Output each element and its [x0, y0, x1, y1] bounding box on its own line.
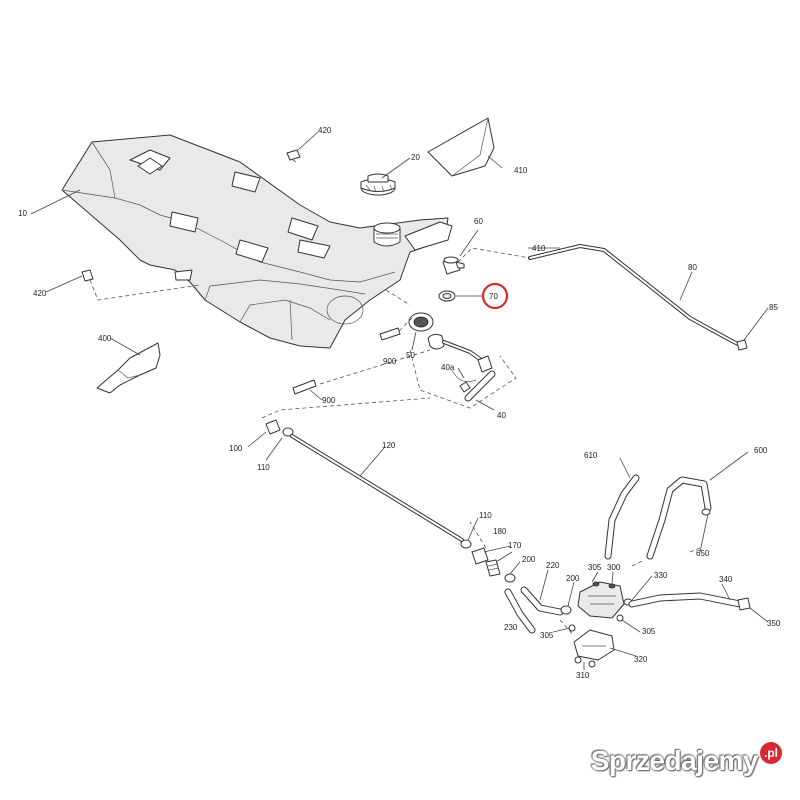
- callout-420-top: 420: [318, 126, 332, 135]
- bolt-305-right: [616, 614, 624, 622]
- vent-valve: [442, 256, 465, 275]
- grommet-ring: [438, 290, 456, 302]
- clamp-200-left: [504, 573, 516, 583]
- callout-900-upper: 900: [383, 357, 397, 366]
- fitting-650: [701, 508, 711, 516]
- fitting-170: [485, 559, 501, 577]
- fitting-350: [737, 597, 751, 611]
- spacer-block-1: [379, 327, 401, 341]
- fuel-tank: [61, 134, 453, 349]
- callout-170: 170: [508, 541, 522, 550]
- assembly-lines: [89, 157, 701, 637]
- callout-10: 10: [18, 209, 27, 218]
- pump-nut: [408, 312, 434, 332]
- callout-305-right: 305: [642, 627, 656, 636]
- callout-340: 340: [719, 575, 733, 584]
- callout-610: 610: [584, 451, 598, 460]
- callout-120: 120: [382, 441, 396, 450]
- fitting-180: [471, 547, 489, 565]
- callout-110-upper: 110: [257, 463, 270, 472]
- callout-70: 70: [489, 292, 498, 301]
- clamp-200-right: [560, 605, 572, 615]
- watermark-text: Sprzedajemy: [590, 745, 759, 776]
- spacer-block-2: [292, 379, 317, 395]
- callout-420-left: 420: [33, 289, 47, 298]
- callout-60: 60: [474, 217, 483, 226]
- callout-305-top: 305: [588, 563, 602, 572]
- callout-110-lower: 110: [479, 511, 492, 520]
- callout-100: 100: [229, 444, 243, 453]
- cable-120: [290, 434, 464, 542]
- clamp-110-upper: [282, 427, 294, 437]
- hose-340: [628, 592, 744, 608]
- callout-330: 330: [654, 571, 668, 580]
- callout-300: 300: [607, 563, 621, 572]
- callout-180: 180: [493, 527, 507, 536]
- fuel-pump-assembly: [427, 333, 496, 402]
- hose-610: [604, 474, 640, 560]
- callout-350: 350: [767, 619, 781, 628]
- hose-600: [646, 476, 712, 560]
- fitting-100: [265, 419, 281, 435]
- callout-410-shield: 410: [514, 166, 528, 175]
- side-bracket: [96, 342, 161, 394]
- clamp-110-lower: [460, 539, 472, 549]
- callout-410-tube: 410: [532, 244, 546, 253]
- fuel-cap: [360, 173, 396, 196]
- vent-tube: [528, 244, 748, 351]
- callout-200-right: 200: [566, 574, 580, 583]
- callout-310: 310: [576, 671, 590, 680]
- hose-230: [504, 588, 536, 634]
- callout-320: 320: [634, 655, 648, 664]
- callout-220: 220: [546, 561, 560, 570]
- callout-40a: 40a: [441, 363, 455, 372]
- callout-230: 230: [504, 623, 518, 632]
- callout-85: 85: [769, 303, 778, 312]
- callout-20: 20: [411, 153, 420, 162]
- watermark-badge: .pl: [760, 742, 782, 764]
- callouts: 10 20 40 40a 50 60 70 80 85 100 110 120 …: [18, 126, 781, 680]
- bolts-310: [574, 656, 596, 668]
- fuel-manifold: [577, 581, 625, 619]
- hose-220: [520, 586, 564, 616]
- highlight-circle: [481, 282, 509, 310]
- callout-305-left: 305: [540, 631, 554, 640]
- callout-600: 600: [754, 446, 768, 455]
- watermark-logo: Sprzedajemy .pl: [590, 742, 782, 778]
- leader-lines: [30, 131, 769, 670]
- mount-bracket-320: [573, 629, 615, 661]
- callout-50: 50: [406, 351, 415, 360]
- callout-650: 650: [696, 549, 710, 558]
- clip-left: [81, 269, 94, 282]
- heat-shield: [427, 117, 495, 177]
- callout-900-lower: 900: [322, 396, 336, 405]
- callout-400: 400: [98, 334, 112, 343]
- callout-40: 40: [497, 411, 506, 420]
- callout-200-left: 200: [522, 555, 536, 564]
- clip-top: [286, 149, 301, 161]
- callout-80: 80: [688, 263, 697, 272]
